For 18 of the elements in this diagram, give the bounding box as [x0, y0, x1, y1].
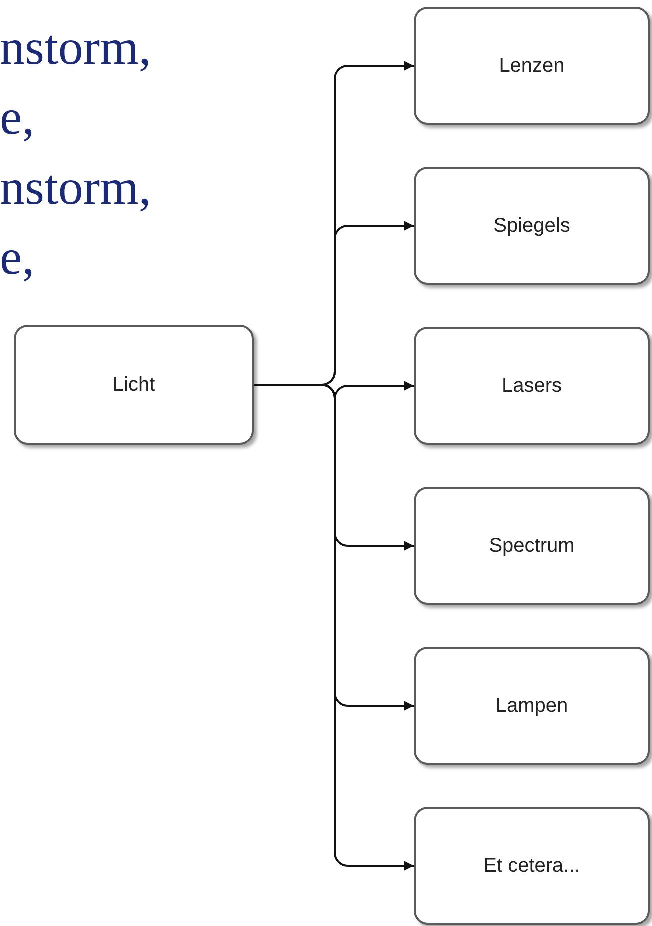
process-box [14, 325, 254, 445]
box-label: Licht [112, 374, 156, 396]
text-line: e, [0, 232, 35, 282]
process-box [414, 807, 650, 925]
text-line: nstorm, [0, 162, 152, 212]
text-line: nstorm, [0, 22, 152, 72]
process-box [414, 647, 650, 765]
text-line: e, [0, 92, 35, 142]
box-label: Lenzen [499, 54, 565, 78]
box-label: Spectrum [489, 534, 575, 558]
process-box [414, 327, 650, 445]
process-box [414, 487, 650, 605]
process-box [414, 167, 650, 285]
process-box [414, 7, 650, 125]
box-label: Spiegels [494, 214, 570, 238]
box-label: Lampen [496, 694, 568, 718]
box-label: Lasers [502, 374, 562, 398]
box-label: Et cetera... [484, 854, 580, 878]
